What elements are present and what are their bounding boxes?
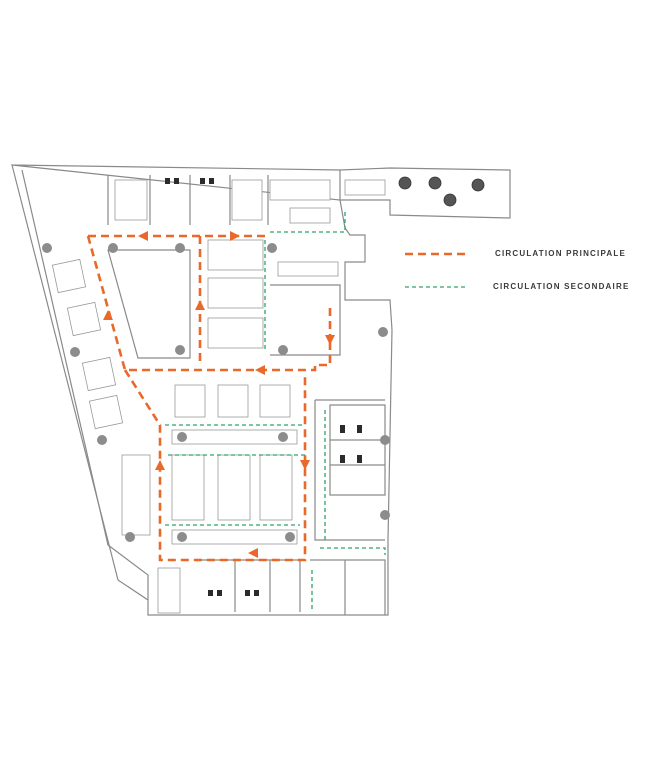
desk-block — [174, 384, 206, 418]
bottom-cells — [195, 559, 301, 612]
angled-desk — [51, 258, 87, 294]
storage-row — [171, 529, 298, 545]
terrace-seating — [398, 176, 485, 207]
terrace-table — [398, 176, 412, 190]
secondary-route — [320, 410, 386, 555]
desk-block — [217, 384, 249, 418]
chair — [209, 178, 214, 184]
core-walls — [329, 404, 386, 496]
column — [278, 345, 288, 355]
arrow-up — [195, 300, 205, 310]
angled-desk — [66, 301, 102, 337]
legend-primary-label: CIRCULATION PRINCIPALE — [495, 249, 626, 258]
top-desk — [231, 179, 263, 221]
terrace-table — [471, 178, 485, 192]
chair — [357, 455, 362, 463]
column — [175, 345, 185, 355]
column — [380, 435, 390, 445]
arrow-right — [230, 231, 240, 241]
primary-arrows — [103, 231, 335, 558]
desk-block — [207, 277, 264, 309]
angled-desk — [81, 356, 117, 392]
arrow-left — [248, 548, 258, 558]
secondary-route — [165, 424, 305, 456]
desk-block — [207, 239, 264, 271]
column — [97, 435, 107, 445]
lounge-table — [289, 207, 331, 224]
column — [175, 243, 185, 253]
column — [278, 432, 288, 442]
lower-rooms — [310, 559, 386, 615]
cafe-table — [344, 179, 386, 196]
primary-route — [123, 369, 307, 562]
desk-block — [157, 567, 181, 614]
chair — [174, 178, 179, 184]
inner-wall — [21, 169, 149, 600]
inner-wall-2 — [314, 399, 385, 541]
desk-block — [259, 454, 293, 521]
outer-wall — [11, 164, 511, 616]
desk-block — [207, 317, 264, 349]
chair — [245, 590, 250, 596]
column — [108, 243, 118, 253]
column — [70, 347, 80, 357]
workstations — [51, 179, 386, 614]
columns — [42, 243, 390, 542]
top-desk — [114, 179, 148, 221]
terrace-table — [443, 193, 457, 207]
room-walls — [107, 249, 191, 359]
lounge-table — [269, 179, 331, 201]
column — [285, 532, 295, 542]
meeting-walls — [270, 284, 341, 356]
column — [378, 327, 388, 337]
desk-block — [121, 454, 151, 536]
chair — [357, 425, 362, 433]
arrow-down — [325, 335, 335, 345]
chair — [340, 425, 345, 433]
angled-desk — [88, 394, 124, 430]
chair — [165, 178, 170, 184]
column — [267, 243, 277, 253]
column — [380, 510, 390, 520]
meeting-table — [277, 261, 339, 277]
chair — [254, 590, 259, 596]
desk-block — [217, 454, 251, 521]
column — [42, 243, 52, 253]
secondary-route — [264, 212, 346, 350]
arrow-down — [300, 460, 310, 470]
chairs — [165, 178, 362, 596]
top-cells — [107, 175, 269, 225]
arrow-up — [103, 310, 113, 320]
secondary-circulation — [165, 212, 386, 612]
desk-block — [259, 384, 291, 418]
chair — [217, 590, 222, 596]
legend-secondary-label: CIRCULATION SECONDAIRE — [493, 282, 630, 291]
arrow-left — [138, 231, 148, 241]
chair — [340, 455, 345, 463]
arrow-left — [255, 365, 265, 375]
column — [177, 532, 187, 542]
chair — [200, 178, 205, 184]
column — [125, 532, 135, 542]
terrace-table — [428, 176, 442, 190]
storage-row — [171, 429, 298, 445]
desk-block — [171, 454, 205, 521]
chair — [208, 590, 213, 596]
arrow-up — [155, 460, 165, 470]
column — [177, 432, 187, 442]
